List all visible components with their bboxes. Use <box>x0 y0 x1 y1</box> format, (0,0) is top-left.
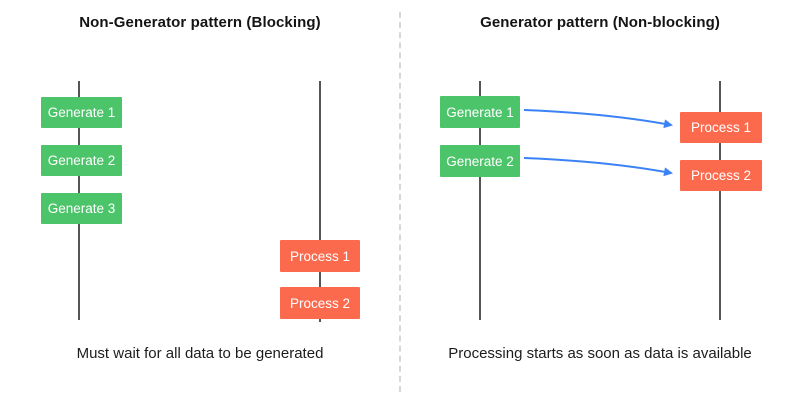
panel-divider <box>399 12 401 392</box>
right-processor-timeline <box>719 81 721 320</box>
box-label: Process 1 <box>289 248 351 264</box>
box-label: Process 2 <box>690 168 752 183</box>
generate1-to-process1-arrow <box>523 109 673 129</box>
right-generator-timeline <box>479 81 481 320</box>
process-1-box: Process 1 <box>280 240 360 272</box>
blocking-panel-title: Non-Generator pattern (Blocking) <box>79 14 321 31</box>
generate-1-box: Generate 1 <box>41 97 122 128</box>
box-label: Process 1 <box>690 120 752 135</box>
box-label: Generate 1 <box>446 104 514 120</box>
generate-2-box: Generate 2 <box>440 145 520 177</box>
process-1-box: Process 1 <box>680 112 762 143</box>
generate-2-box: Generate 2 <box>41 145 122 176</box>
left-processor-timeline <box>319 81 321 322</box>
nonblocking-panel-caption: Processing starts as soon as data is ava… <box>448 345 752 362</box>
generate-1-box: Generate 1 <box>440 96 520 128</box>
blocking-panel-caption: Must wait for all data to be generated <box>76 345 324 362</box>
generate-3-box: Generate 3 <box>41 193 122 224</box>
box-label: Generate 1 <box>47 105 116 120</box>
nonblocking-panel-title: Generator pattern (Non-blocking) <box>480 14 720 31</box>
box-label: Generate 2 <box>446 153 514 169</box>
box-label: Generate 3 <box>47 201 116 216</box>
box-label: Process 2 <box>289 295 351 311</box>
generate2-to-process2-arrow <box>523 157 673 177</box>
process-2-box: Process 2 <box>680 160 762 191</box>
process-2-box: Process 2 <box>280 287 360 319</box>
box-label: Generate 2 <box>47 153 116 168</box>
